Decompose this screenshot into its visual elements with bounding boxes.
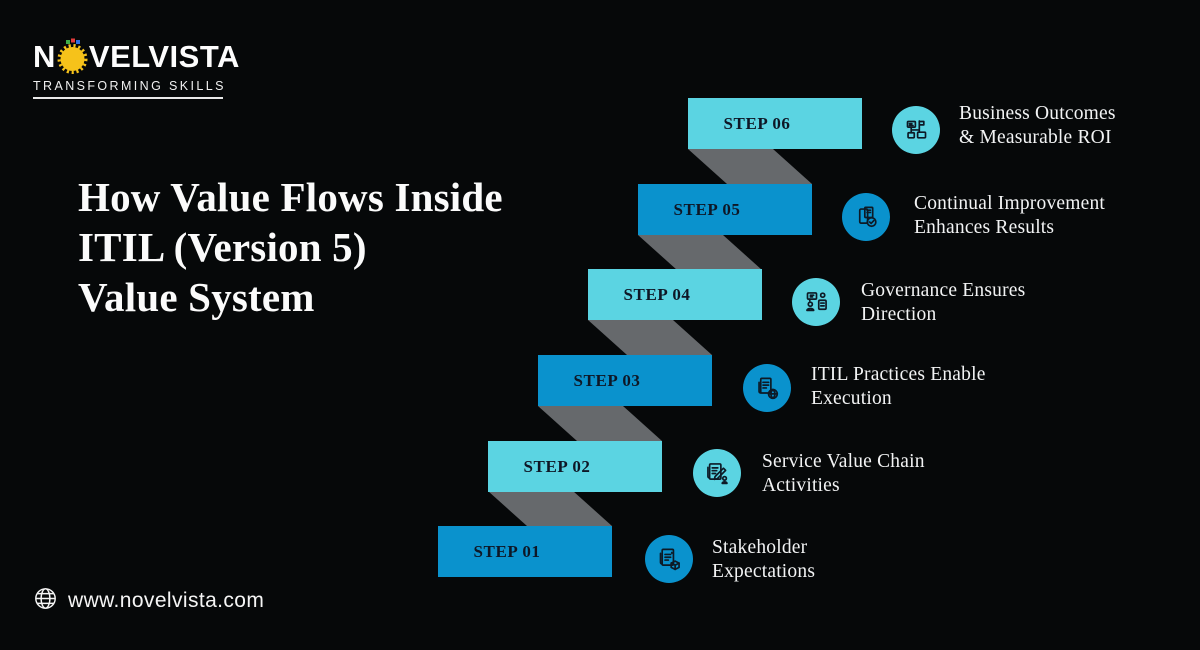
page-title-line-3: Value System — [78, 274, 315, 320]
ribbon-fold-2-1 — [488, 491, 612, 526]
step-02-desc-line-2: Activities — [762, 474, 840, 496]
ribbon-fold-6-5 — [688, 149, 812, 184]
step-04-label: STEP 04 — [623, 284, 691, 304]
step-04-description: Governance Ensures Direction — [861, 279, 1025, 326]
step-02-label: STEP 02 — [523, 456, 591, 476]
step-06-desc-line-2: & Measurable ROI — [959, 126, 1112, 148]
brand-divider — [33, 97, 223, 99]
document-globe-icon — [757, 377, 778, 399]
step-05-description: Continual Improvement Enhances Results — [914, 192, 1105, 239]
brand-wordmark-right: VELVISTA — [88, 39, 240, 74]
document-check-icon — [858, 206, 877, 227]
document-package-icon — [659, 548, 680, 570]
page-title-line-1: How Value Flows Inside — [78, 174, 503, 220]
ribbon-fold-3-2 — [538, 406, 662, 441]
step-05-desc-line-1: Continual Improvement — [914, 193, 1106, 214]
step-06-desc-line-1: Business Outcomes — [959, 103, 1116, 124]
step-02-desc-line-1: Service Value Chain — [762, 451, 925, 472]
step-02-box: STEP 02 — [488, 441, 662, 492]
step-03-badge — [743, 364, 791, 412]
step-03-desc-line-2: Execution — [811, 387, 892, 409]
step-05-label: STEP 05 — [673, 199, 741, 219]
brand-tagline: TRANSFORMING SKILLS — [33, 79, 226, 93]
step-01-badge — [645, 535, 693, 583]
step-01-description: Stakeholder Expectations — [712, 536, 815, 583]
step-04-desc-line-1: Governance Ensures — [861, 280, 1026, 301]
website-link[interactable]: www.novelvista.com — [68, 589, 265, 612]
ribbon-fold-5-4 — [638, 235, 762, 270]
step-06-label: STEP 06 — [723, 113, 791, 133]
step-05-desc-line-2: Enhances Results — [914, 216, 1055, 238]
step-04-box: STEP 04 — [588, 269, 762, 320]
step-02-description: Service Value Chain Activities — [762, 450, 925, 497]
footer: www.novelvista.com — [33, 586, 264, 616]
brand-logo: N VELVISTA TRANSFORMING SKILLS — [33, 38, 240, 99]
step-01-desc-line-2: Expectations — [712, 560, 816, 582]
checklist-pencil-person-icon — [706, 462, 728, 484]
step-06-description: Business Outcomes & Measurable ROI — [959, 102, 1116, 149]
step-03-desc-line-1: ITIL Practices Enable — [811, 364, 986, 385]
brand-wordmark-left: N — [33, 39, 56, 74]
people-communication-icon — [805, 291, 827, 311]
step-03-label: STEP 03 — [573, 370, 641, 390]
brand-wordmark: N VELVISTA — [33, 38, 240, 75]
step-04-desc-line-2: Direction — [861, 303, 937, 325]
step-03-description: ITIL Practices Enable Execution — [811, 363, 986, 410]
globe-icon — [33, 586, 58, 616]
step-01-desc-line-1: Stakeholder — [712, 537, 808, 558]
sun-medal-icon — [57, 38, 88, 75]
page-title-line-2: ITIL (Version 5) — [78, 224, 367, 270]
step-01-box: STEP 01 — [438, 526, 612, 577]
step-05-box: STEP 05 — [638, 184, 812, 235]
ribbon-fold-4-3 — [588, 320, 712, 355]
step-04-badge — [792, 278, 840, 326]
step-05-badge — [842, 193, 890, 241]
page-title: How Value Flows Inside ITIL (Version 5) … — [78, 172, 503, 322]
step-06-badge — [892, 106, 940, 154]
step-03-box: STEP 03 — [538, 355, 712, 406]
step-02-badge — [693, 449, 741, 497]
step-01-label: STEP 01 — [473, 541, 541, 561]
step-06-box: STEP 06 — [688, 98, 862, 149]
business-network-icon — [906, 119, 926, 139]
